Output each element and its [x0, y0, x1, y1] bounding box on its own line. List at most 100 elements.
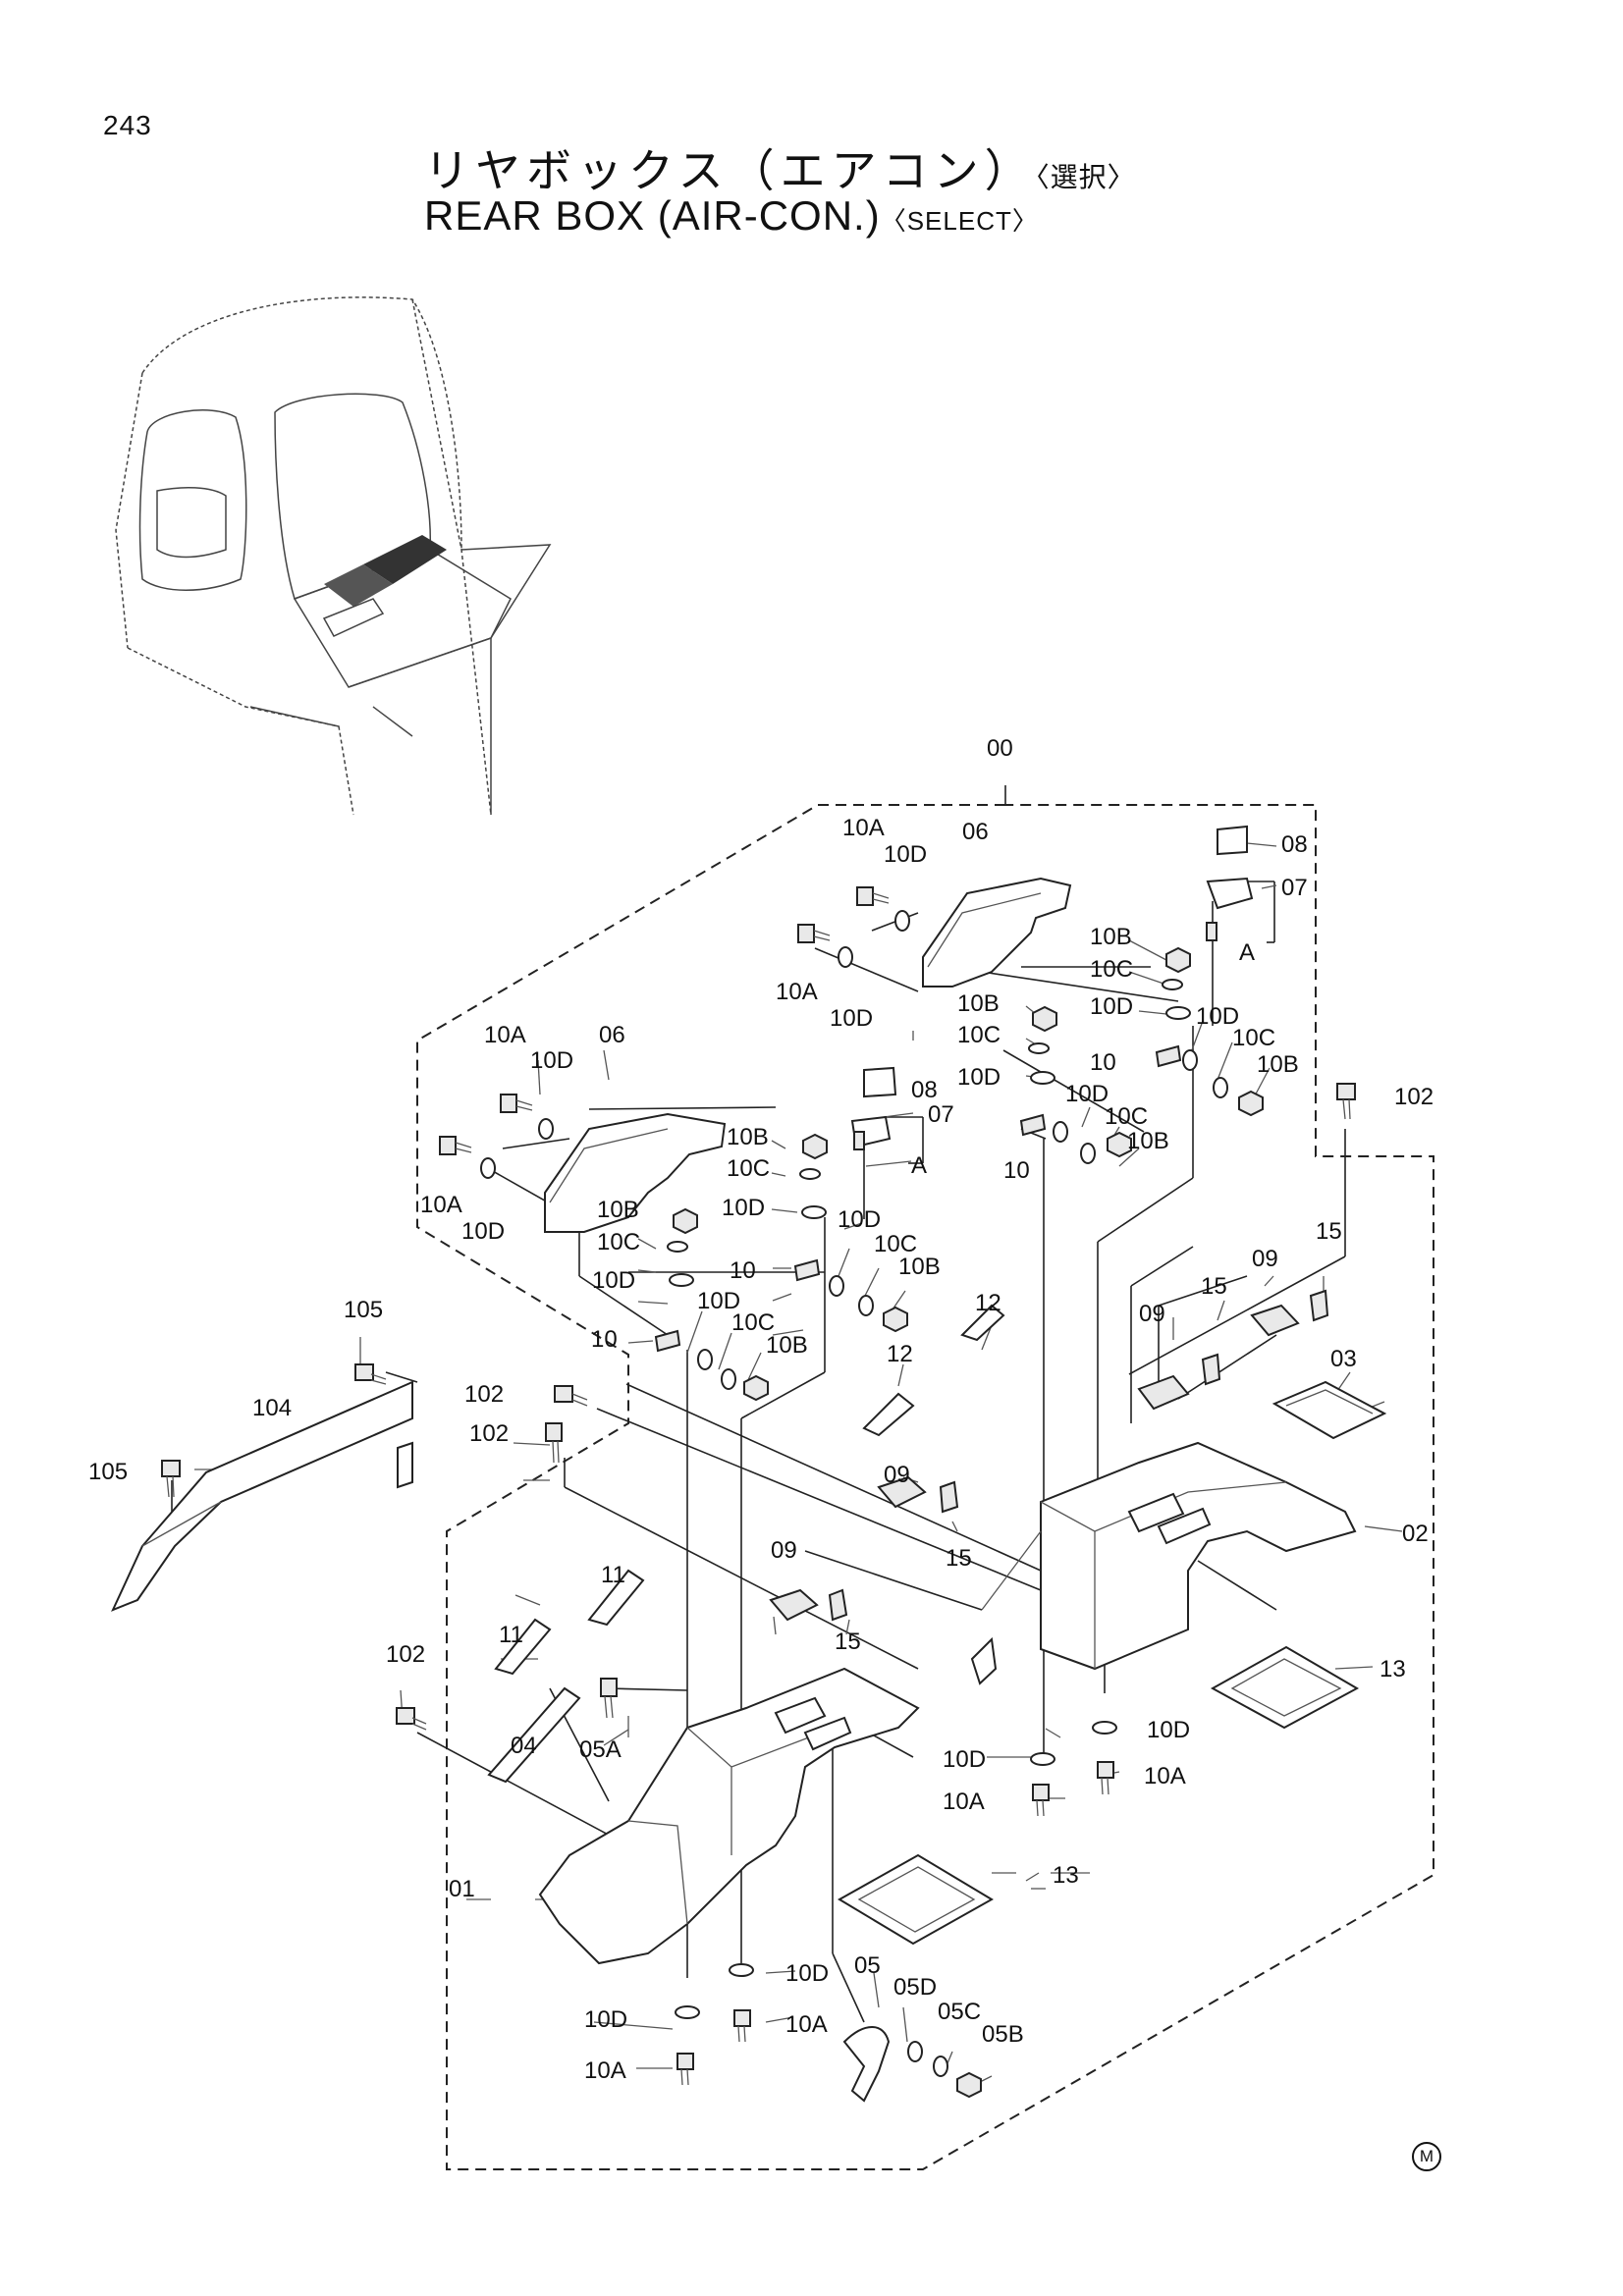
title-jp-text: リヤボックス（エアコン）: [424, 145, 1036, 196]
label-15-c: 15: [946, 1545, 972, 1572]
label-09-d: 09: [771, 1537, 797, 1564]
part-15-d: [828, 1588, 848, 1622]
label-10d-11: 10D: [838, 1206, 881, 1233]
label-05d: 05D: [893, 1974, 937, 2001]
leader-lines: [171, 881, 1346, 2023]
page-mark: M: [1412, 2142, 1441, 2171]
label-10a-3: 10A: [484, 1022, 526, 1048]
label-10c-7: 10C: [874, 1231, 917, 1257]
label-07-lower: 07: [928, 1101, 954, 1128]
title-en-qualifier: 〈SELECT〉: [880, 206, 1039, 236]
label-10d-10: 10D: [1065, 1081, 1109, 1107]
label-10d-16: 10D: [584, 2006, 627, 2033]
label-10c-2: 10C: [957, 1022, 1001, 1048]
label-10d-2: 10D: [830, 1005, 873, 1032]
label-10b-5: 10B: [1257, 1051, 1299, 1078]
label-10d-9: 10D: [1196, 1003, 1239, 1030]
part-09-a: [1137, 1374, 1190, 1411]
label-10a-7: 10A: [785, 2011, 828, 2038]
label-10d-4: 10D: [461, 1218, 505, 1245]
label-10c-8: 10C: [731, 1309, 775, 1336]
label-03: 03: [1330, 1346, 1357, 1372]
part-03-cover: [1271, 1380, 1387, 1440]
label-01: 01: [449, 1876, 475, 1902]
part-06-upper: [922, 877, 1072, 988]
label-10-lower-b: 10: [591, 1326, 618, 1353]
label-10c-1: 10C: [1090, 956, 1133, 983]
label-07-upper: 07: [1281, 875, 1308, 901]
label-105-top: 105: [344, 1297, 383, 1323]
part-10-upper-a: [1155, 1044, 1182, 1068]
label-10b-8: 10B: [766, 1332, 808, 1359]
part-12-b: [862, 1392, 915, 1437]
part-09-b: [1250, 1304, 1300, 1337]
label-104: 104: [252, 1395, 292, 1421]
label-10-lower-a: 10: [730, 1257, 756, 1284]
part-11-a: [587, 1569, 645, 1627]
label-a-upper: A: [1239, 939, 1255, 966]
label-12-b: 12: [887, 1341, 913, 1367]
part-13-filter-lower: [838, 1853, 994, 1946]
label-10d-6: 10D: [957, 1064, 1001, 1091]
label-10-upper-b: 10: [1003, 1157, 1030, 1184]
title-japanese: リヤボックス（エアコン）〈選択〉: [424, 135, 1136, 200]
label-10b-6: 10B: [1127, 1128, 1169, 1154]
label-00: 00: [987, 735, 1013, 762]
label-105-left: 105: [88, 1459, 128, 1485]
part-05-elbow: [842, 2026, 891, 2103]
part-01-front-box: [538, 1667, 920, 1965]
part-12-a: [960, 1304, 1005, 1342]
label-10a-4: 10A: [420, 1192, 462, 1218]
label-102-b: 102: [464, 1381, 504, 1408]
part-07-upper: [1206, 877, 1254, 910]
label-10b-2: 10B: [957, 990, 1000, 1017]
label-12-a: 12: [975, 1290, 1001, 1316]
label-10d-8: 10D: [592, 1267, 635, 1294]
label-10b-4: 10B: [597, 1197, 639, 1223]
label-06-lower: 06: [599, 1022, 625, 1048]
page-number: 243: [103, 110, 152, 140]
label-10-upper-a: 10: [1090, 1049, 1116, 1076]
label-05b: 05B: [982, 2021, 1024, 2048]
label-10b-3: 10B: [727, 1124, 769, 1150]
label-10d-13: 10D: [1147, 1717, 1190, 1743]
label-15-b: 15: [1316, 1218, 1342, 1245]
part-13-filter-upper: [1210, 1645, 1360, 1730]
label-05: 05: [854, 1952, 881, 1979]
label-05c: 05C: [938, 1999, 981, 2025]
part-09-d: [769, 1588, 819, 1622]
label-10b-7: 10B: [898, 1254, 941, 1280]
part-06-lower: [544, 1112, 727, 1233]
label-10d-3: 10D: [530, 1047, 573, 1074]
label-11-b: 11: [499, 1622, 523, 1648]
label-10a-8: 10A: [584, 2057, 626, 2084]
hardware: [161, 886, 1356, 2099]
part-04: [487, 1686, 581, 1784]
kit-boundary: [416, 785, 1434, 2170]
title-english: REAR BOX (AIR-CON.)〈SELECT〉: [424, 192, 1039, 240]
title-en-text: REAR BOX (AIR-CON.): [424, 192, 881, 239]
label-04: 04: [511, 1733, 537, 1759]
part-15-a: [1201, 1353, 1221, 1386]
part-09-c: [877, 1475, 927, 1509]
label-10d-5: 10D: [1090, 993, 1133, 1020]
parts: [111, 825, 1387, 2103]
label-06-upper: 06: [962, 819, 989, 845]
part-02-rear-box: [1040, 1441, 1357, 1671]
label-09-a: 09: [1139, 1301, 1165, 1327]
cab-location-illustration: [115, 296, 552, 816]
label-02: 02: [1402, 1521, 1429, 1547]
label-10a-6: 10A: [943, 1789, 985, 1815]
label-10a-2: 10A: [776, 979, 818, 1005]
part-labels: 00 01 02 03 04 05 05A 05B 05C 05D 06 06 …: [88, 735, 1434, 2084]
label-08-upper: 08: [1281, 831, 1308, 858]
label-13-upper: 13: [1380, 1656, 1406, 1682]
label-05a: 05A: [579, 1736, 622, 1763]
label-10a-1: 10A: [842, 815, 885, 841]
part-11-b: [494, 1618, 552, 1676]
label-102-d: 102: [386, 1641, 425, 1668]
label-09-c: 09: [884, 1462, 910, 1488]
label-15-a: 15: [1201, 1273, 1227, 1300]
label-10c-4: 10C: [597, 1229, 640, 1255]
